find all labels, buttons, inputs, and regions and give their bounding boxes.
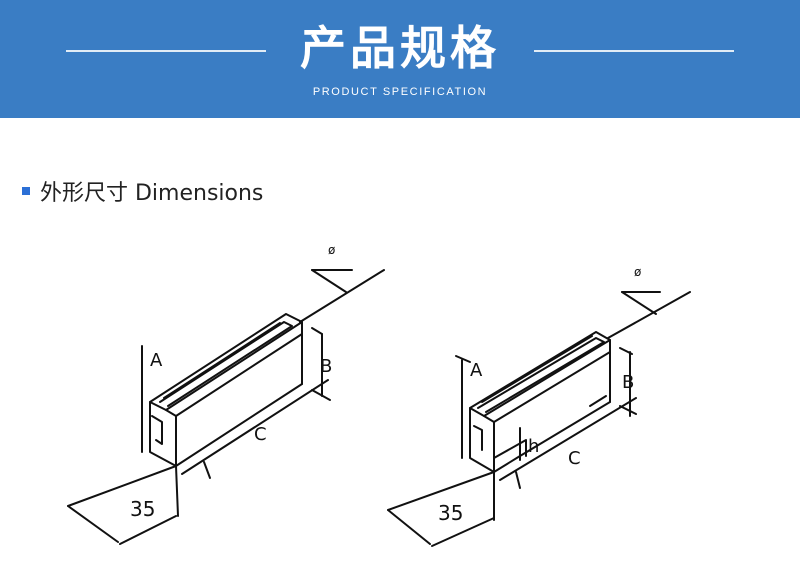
left-bottom-edge [175, 383, 303, 467]
right-dim-width-line-b [431, 517, 495, 547]
left-dim-b-tick-bottom [311, 389, 331, 401]
section-heading-label: 外形尺寸 Dimensions [40, 181, 264, 206]
right-bottom-edge-b [519, 401, 611, 457]
right-bottom-edge-a [493, 455, 521, 473]
right-dim-c-tick [515, 471, 521, 489]
dimension-drawings: ø A B C 35 [0, 230, 800, 577]
left-top-face [149, 313, 303, 411]
banner-divider-right [534, 50, 734, 52]
left-label-b: B [320, 356, 332, 377]
left-dim-width-line-b [119, 515, 177, 545]
banner-divider-left [66, 50, 266, 52]
right-label-c: C [568, 448, 581, 469]
left-angle-label: ø [328, 243, 335, 257]
right-dim-c-line [499, 397, 637, 481]
left-dim-width-ext-2 [175, 465, 179, 517]
left-label-c: C [254, 424, 267, 445]
left-angle-ray [311, 269, 347, 293]
section-heading: 外形尺寸 Dimensions [22, 177, 264, 206]
right-dim-b-tick-bottom [619, 405, 637, 415]
right-front-face [469, 407, 495, 473]
header-banner: 产品规格 PRODUCT SPECIFICATION [0, 0, 800, 118]
left-profile-drawing [67, 269, 385, 545]
left-label-width: 35 [130, 497, 155, 521]
right-label-h: h [528, 436, 539, 457]
right-angle-label: ø [634, 265, 641, 279]
right-dim-width-line-a [387, 471, 495, 511]
right-front-notch [473, 425, 483, 451]
right-profile-drawing [387, 291, 691, 547]
right-front-top-edge [483, 415, 495, 423]
left-side-edge [175, 333, 303, 417]
right-dim-width-ext [387, 509, 431, 545]
right-label-a: A [470, 360, 483, 381]
left-front-notch [151, 415, 163, 445]
left-inner-slot [159, 321, 293, 407]
right-side-edge [493, 351, 611, 423]
right-dim-a-tick [455, 355, 471, 363]
left-dim-c-tick [203, 461, 211, 479]
left-label-a: A [150, 350, 163, 371]
right-slot-line [481, 335, 593, 403]
right-angle-extension [607, 291, 691, 339]
left-dim-width-line-a [67, 465, 177, 507]
square-bullet-icon [22, 187, 30, 195]
left-dim-width-ext [67, 505, 119, 543]
right-label-width: 35 [438, 501, 463, 525]
left-dim-b-tick-top [311, 327, 323, 335]
right-step [493, 439, 527, 459]
right-label-b: B [622, 372, 634, 393]
banner-subtitle: PRODUCT SPECIFICATION [312, 86, 488, 98]
left-slot-line [163, 322, 281, 399]
right-end-curve [589, 395, 607, 407]
left-dim-c-line [181, 379, 329, 475]
right-angle-ray [621, 291, 657, 315]
banner-title: 产品规格 [300, 21, 500, 75]
left-front-face [149, 401, 177, 467]
dimension-drawings-svg: ø A B C 35 [67, 243, 691, 547]
right-inner-slot [477, 337, 605, 413]
left-front-top-edge [165, 409, 177, 417]
left-angle-extension [299, 269, 385, 323]
right-top-face [469, 331, 611, 417]
